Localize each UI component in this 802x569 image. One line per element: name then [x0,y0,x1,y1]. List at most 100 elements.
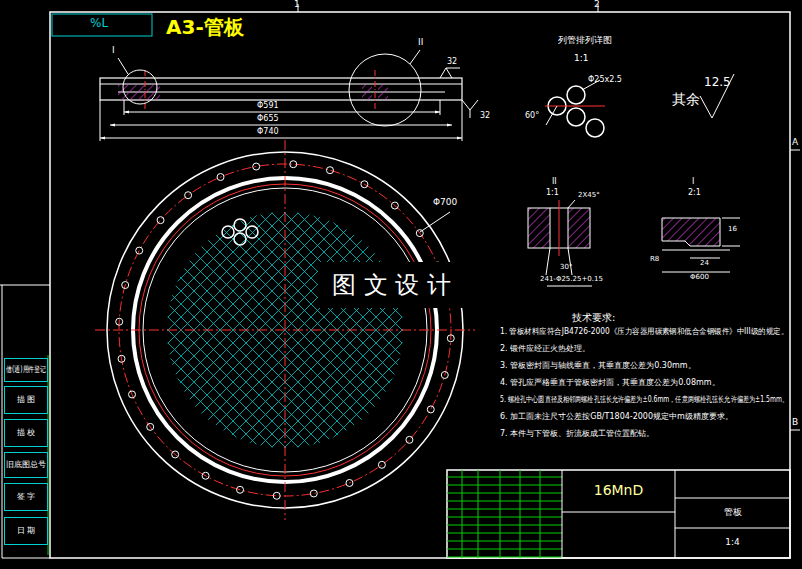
cell-text: 借(通)用件登记 [6,366,46,375]
bolt-hole [406,436,413,443]
record-box: 借(通)用件登记 [4,358,48,382]
dimension-label: 32 [480,112,490,121]
bolt-hole [361,181,368,188]
dimension-label: I [112,46,115,56]
bolt-hole [441,371,448,378]
dimension-label: 2X45° [578,192,600,200]
title-block-rule [540,470,541,558]
title-block-rule [447,477,562,478]
tube-grid [0,200,168,460]
dimension-label: 16 [728,226,737,234]
record-box: 日 期 [4,517,48,545]
dimension-label: 其余 [672,92,700,107]
dimension-label: 2:1 [688,189,701,198]
title-block-rule [447,549,562,550]
bolt-hole [391,202,398,209]
dimension-label: 列管排列详图 [558,36,612,46]
record-box: 签 字 [4,483,48,511]
tube-grid [0,200,168,460]
dimension-label: %L [90,17,108,30]
dimension-label: 2 [594,0,600,10]
bolt-hole [147,423,154,430]
bolt-hole [253,163,260,170]
dimension-label: B [792,418,798,428]
title-block-rule [447,525,562,526]
technical-note: 2. 锻件应经正火热处理。 [500,345,590,354]
bolt-hole [136,247,143,254]
technical-note: 6. 加工面未注尺寸公差按GB/T1804-2000规定中m级精度要求。 [500,413,733,422]
cell-text: 日 期 [17,527,36,536]
bolt-hole [237,486,244,493]
bolt-hole [217,174,224,181]
dimension-label: R8 [650,256,659,264]
dimension-label: Φ25x2.5 [588,76,622,85]
dimension-label: A [792,138,798,148]
technical-note: 3. 管板密封面与轴线垂直，其垂直度公差为0.30mm。 [500,362,696,371]
drawing-title: A3-管板 [166,16,244,38]
cell-text: 16MnD [594,483,644,498]
dimension-label: Φ700 [432,198,458,208]
dimension-label: 1:1 [546,189,559,198]
dimension-label: 1:1 [574,54,588,64]
bolt-hole [427,406,434,413]
title-block-rule [478,470,479,558]
title-block-rule [447,485,562,486]
bolt-hole [157,217,164,224]
dimension-label: Φ591 [256,102,280,111]
title-block-rule [500,470,501,558]
title-block-rule [447,493,562,494]
dimension-label: 32 [447,58,457,67]
title-block-rule [447,509,562,510]
cell-text: 旧底图总号 [6,461,46,470]
dimension-label: 30° [560,264,572,272]
dimension-label: Φ740 [256,128,280,137]
cell-text: 管板 [724,508,742,518]
dimension-label: 60° [525,112,539,121]
bolt-hole [447,335,454,342]
dimension-label: Φ600 [690,274,709,282]
title-block-rule [447,501,562,502]
title-block-rule [447,541,562,542]
bolt-hole [346,479,353,486]
cell-text: 签 字 [17,493,36,502]
title-block-rule [447,557,562,558]
technical-note: 4. 管孔应严格垂直于管板密封面，其垂直度公差为0.08mm。 [500,379,720,388]
dimension-label: Φ655 [256,115,280,124]
title-block-cell: 16MnD [563,471,674,511]
bolt-hole [122,282,129,289]
cell-text: 描 图 [17,396,36,405]
bolt-hole [129,391,136,398]
title-block-rule [462,470,463,558]
title-block-rule [447,517,562,518]
bolt-hole [118,355,125,362]
dimension-label: I [692,178,694,187]
bolt-hole [202,472,209,479]
bolt-hole [172,451,179,458]
technical-note: 5. 螺栓孔中心圆直径及相邻两螺栓孔弦长允许偏差为±0.6mm，任意两螺栓孔弦长… [500,396,788,405]
bolt-hole [326,167,333,174]
watermark: 图 文 设 计 [318,262,465,308]
title-block-cell: 1:4 [676,529,789,557]
dimension-label: 24 [700,260,709,268]
dimension-label: 12.5 [704,76,731,89]
bolt-hole [273,492,280,499]
technical-note: 1. 管板材料应符合JB4726-2000《压力容器用碳素钢和低合金钢锻件》中I… [500,328,788,337]
bolt-hole [185,192,192,199]
dimension-label: II [552,178,557,187]
record-box: 旧底图总号 [4,452,48,478]
technical-note: 技术要求: [572,312,615,323]
dimension-label: 1 [294,0,300,10]
title-block-cell: 管板 [676,499,789,527]
record-box: 描 图 [4,386,48,414]
cell-text: 描 校 [17,429,36,438]
cell-text: 1:4 [725,538,739,548]
bolt-hole [310,490,317,497]
bolt-hole [116,318,123,325]
bolt-hole [290,161,297,168]
technical-note: 7. 本件与下管板、折流板成工管位置配钻。 [500,430,654,439]
title-block-rule [520,470,521,558]
dimension-label: II [418,38,423,48]
dimension-label: 241-Φ25.25+0.15 [540,276,603,284]
record-box: 描 校 [4,419,48,447]
bolt-hole [378,461,385,468]
